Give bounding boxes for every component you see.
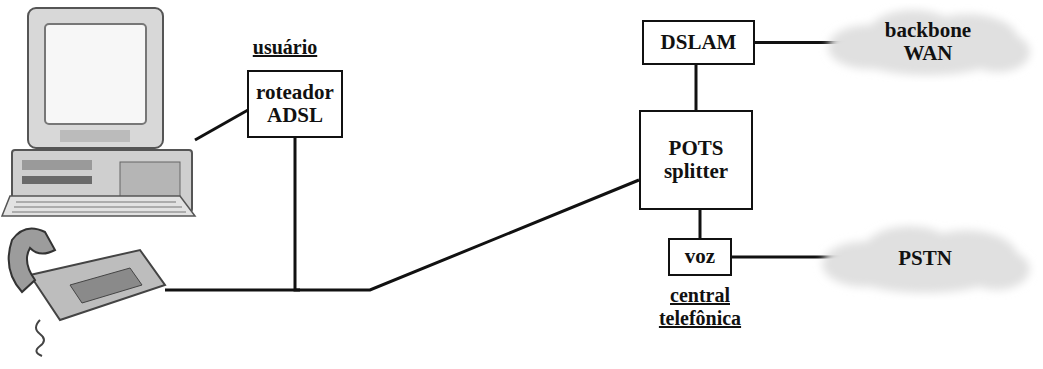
user-label: usuário [240,36,330,59]
phone-wire [165,289,300,292]
connector-line [695,65,698,110]
node-text: backbone WAN [878,19,978,65]
router-box: roteador ADSL [247,70,343,138]
exchange-label: central telefônica [640,284,760,330]
connector-line [295,138,639,290]
pstn-cloud: PSTN [812,218,1038,300]
splitter-box: POTS splitter [639,110,753,210]
voice-box: voz [668,238,732,276]
dslam-box: DSLAM [642,20,755,65]
node-text: voz [685,245,715,268]
node-text: DSLAM [661,31,737,54]
node-text: POTS splitter [645,137,747,183]
node-text: PSTN [898,247,952,270]
connector-line [699,210,702,238]
computer-illustration [2,8,195,216]
node-text: roteador ADSL [253,81,337,127]
computer-wire [195,110,248,140]
telephone-illustration [9,228,165,356]
backbone-cloud: backbone WAN [818,2,1038,82]
